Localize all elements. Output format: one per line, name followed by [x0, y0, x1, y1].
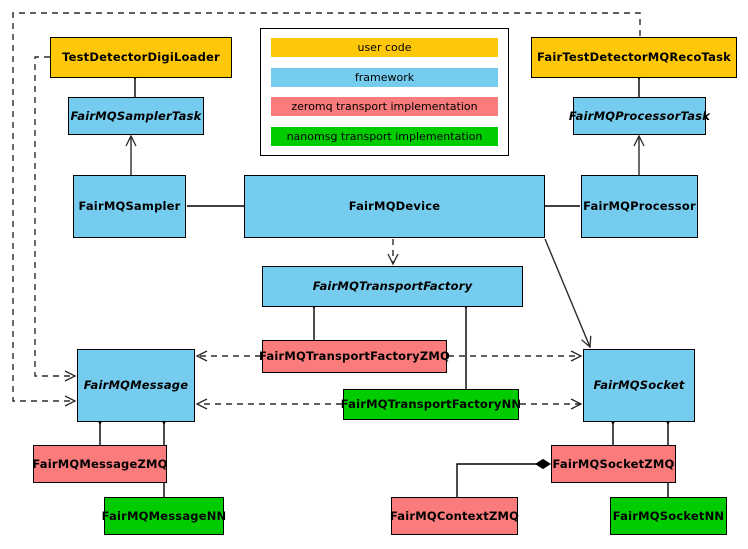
legend-item-zeromq: zeromq transport implementation: [271, 97, 498, 117]
edge-device-to-socket: [544, 238, 592, 349]
legend-label: user code: [357, 41, 412, 54]
node-label: FairTestDetectorMQRecoTask: [537, 50, 731, 65]
edge-socketzmq-to-contextzmq: [456, 458, 551, 497]
node-label: FairMQSocketZMQ: [552, 456, 675, 471]
node-fairtestdetectormqrecotask[interactable]: FairTestDetectorMQRecoTask: [531, 37, 737, 78]
node-label: FairMQProcessorTask: [568, 108, 711, 123]
node-label: FairMQSamplerTask: [70, 108, 202, 123]
node-fairmqtransportfactorynn[interactable]: FairMQTransportFactoryNN: [340, 389, 522, 420]
legend-label: nanomsg transport implementation: [286, 129, 483, 143]
node-label: FairMQSampler: [78, 199, 181, 214]
node-label: FairMQMessage: [83, 378, 189, 393]
node-fairmqprocessortask[interactable]: FairMQProcessorTask: [569, 97, 710, 135]
node-label: FairMQTransportFactoryZMQ: [259, 349, 451, 364]
legend-item-user-code: user code: [271, 38, 498, 57]
node-label: FairMQMessageZMQ: [32, 456, 168, 471]
node-label: FairMQSocket: [593, 378, 685, 393]
legend: user code framework zeromq transport imp…: [260, 28, 509, 156]
node-fairmqdevice[interactable]: FairMQDevice: [244, 175, 545, 238]
node-label: FairMQTransportFactory: [312, 279, 473, 294]
node-fairmqtransportfactoryzmq[interactable]: FairMQTransportFactoryZMQ: [259, 340, 451, 373]
node-fairmqcontextzmq[interactable]: FairMQContextZMQ: [389, 497, 520, 535]
node-fairmqsocketzmq[interactable]: FairMQSocketZMQ: [551, 445, 676, 483]
node-label: FairMQProcessor: [583, 199, 696, 214]
node-fairmqsocket[interactable]: FairMQSocket: [583, 349, 695, 422]
node-fairmqmessagezmq[interactable]: FairMQMessageZMQ: [32, 445, 168, 483]
legend-item-nanomsg: nanomsg transport implementation: [271, 126, 498, 146]
node-label: FairMQSocketNN: [612, 508, 725, 523]
node-testdetectordigiloader[interactable]: TestDetectorDigiLoader: [50, 37, 232, 78]
node-label: FairMQMessageNN: [101, 508, 227, 523]
node-label: FairMQDevice: [348, 199, 441, 214]
legend-item-framework: framework: [271, 67, 498, 87]
node-fairmqprocessor[interactable]: FairMQProcessor: [581, 175, 698, 238]
node-fairmqmessage[interactable]: FairMQMessage: [77, 349, 195, 422]
node-label: TestDetectorDigiLoader: [62, 50, 220, 65]
legend-label: framework: [354, 70, 415, 84]
node-fairmqsocketnn[interactable]: FairMQSocketNN: [610, 497, 727, 535]
node-label: FairMQContextZMQ: [389, 508, 520, 523]
node-fairmqtransportfactory[interactable]: FairMQTransportFactory: [262, 266, 523, 307]
node-fairmqmessagenn[interactable]: FairMQMessageNN: [101, 497, 227, 535]
node-fairmqsamplertask[interactable]: FairMQSamplerTask: [68, 97, 204, 135]
node-fairmqsampler[interactable]: FairMQSampler: [73, 175, 186, 238]
node-label: FairMQTransportFactoryNN: [340, 397, 522, 412]
legend-label: zeromq transport implementation: [291, 100, 478, 114]
